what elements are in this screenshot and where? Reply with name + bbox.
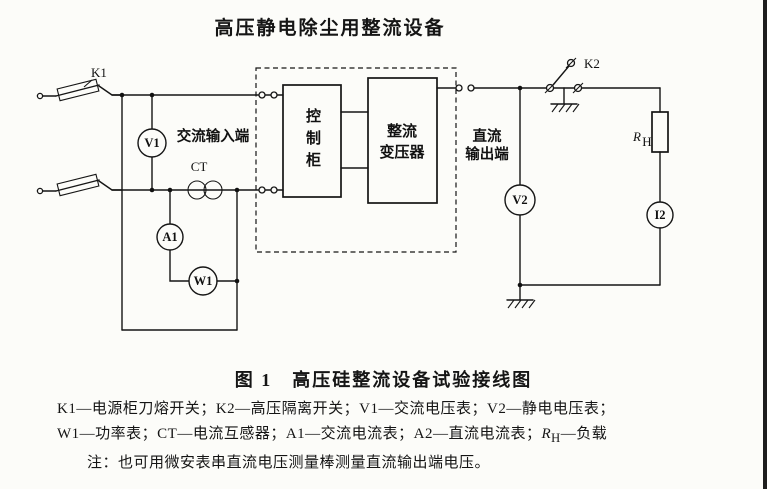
input-terminal bbox=[270, 186, 278, 194]
input-terminal bbox=[258, 186, 266, 194]
voltmeter-v2: V2 bbox=[504, 87, 536, 286]
legend-line-2-text: W1—功率表；CT—电流互感器；A1—交流电流表；A2—直流电流表； bbox=[57, 426, 542, 442]
ac-input-label: 交流输入端 bbox=[177, 127, 250, 145]
i2-label: I2 bbox=[654, 208, 665, 222]
figure-caption: 图 1 高压硅整流设备试验接线图 bbox=[234, 370, 533, 390]
load-resistor-rh: R H bbox=[632, 87, 669, 203]
ammeter-a1: A1 bbox=[156, 189, 190, 282]
legend-line-2: W1—功率表；CT—电流互感器；A1—交流电流表；A2—直流电流表；RH—负载 bbox=[57, 422, 749, 451]
ac-line-lower bbox=[36, 173, 284, 197]
rectifier-transformer-box: 整流 变压器 bbox=[367, 77, 438, 204]
rh-label: R bbox=[632, 129, 641, 144]
ct-label: CT bbox=[191, 159, 208, 174]
output-terminal bbox=[467, 84, 475, 92]
input-terminal bbox=[258, 91, 266, 99]
wattmeter-w1: W1 bbox=[188, 266, 238, 296]
voltmeter-v1: V1 bbox=[137, 94, 167, 191]
output-terminal bbox=[455, 84, 463, 92]
rectifier-label-1: 整流 bbox=[387, 122, 417, 140]
k1-label: K1 bbox=[91, 65, 107, 80]
rectifier-label-2: 变压器 bbox=[379, 143, 425, 161]
dc-output-label-2: 输出端 bbox=[465, 145, 509, 163]
control-cabinet-label: 控制柜 bbox=[304, 107, 322, 174]
v1-label: V1 bbox=[144, 136, 159, 150]
figure-legend: K1—电源柜刀熔开关；K2—高压隔离开关；V1—交流电压表；V2—静电电压表； … bbox=[57, 397, 749, 476]
legend-line-1: K1—电源柜刀熔开关；K2—高压隔离开关；V1—交流电压表；V2—静电电压表； bbox=[57, 401, 615, 417]
legend-rh-subscript: H bbox=[551, 431, 561, 445]
disconnect-switch-k2: K2 bbox=[544, 56, 600, 94]
dc-output-bus bbox=[436, 84, 661, 92]
page-title: 高压静电除尘用整流设备 bbox=[214, 18, 446, 39]
ammeter-i2: I2 bbox=[646, 201, 674, 286]
legend-line-2-tail: —负载 bbox=[560, 426, 608, 442]
current-transformer-ct: CT bbox=[187, 159, 223, 200]
inter-box-links bbox=[340, 111, 369, 169]
fuse-symbol-lower bbox=[56, 173, 100, 197]
w1-label: W1 bbox=[194, 274, 213, 288]
ac-line-upper: K1 bbox=[36, 65, 284, 102]
v2-label: V2 bbox=[512, 193, 527, 207]
scan-edge-artifact bbox=[763, 0, 767, 489]
a1-label: A1 bbox=[162, 230, 177, 244]
dc-output-label: 直流 输出端 bbox=[465, 127, 509, 163]
ground-icon bbox=[506, 284, 536, 309]
dc-output-label-1: 直流 bbox=[473, 127, 502, 145]
k2-label: K2 bbox=[584, 56, 600, 71]
control-cabinet-box: 控制柜 bbox=[282, 84, 342, 198]
legend-rh-symbol: R bbox=[541, 426, 552, 442]
ground-icon bbox=[550, 87, 580, 113]
legend-note: 注：也可用微安表串直流电压测量棒测量直流输出端电压。 bbox=[87, 455, 491, 471]
left-return-wires bbox=[121, 94, 238, 331]
equipment-dashed-enclosure bbox=[255, 67, 457, 253]
rh-label-sub: H bbox=[642, 134, 651, 149]
input-terminal bbox=[270, 91, 278, 99]
junction-dots bbox=[119, 85, 523, 288]
fuse-symbol-upper bbox=[56, 78, 100, 102]
